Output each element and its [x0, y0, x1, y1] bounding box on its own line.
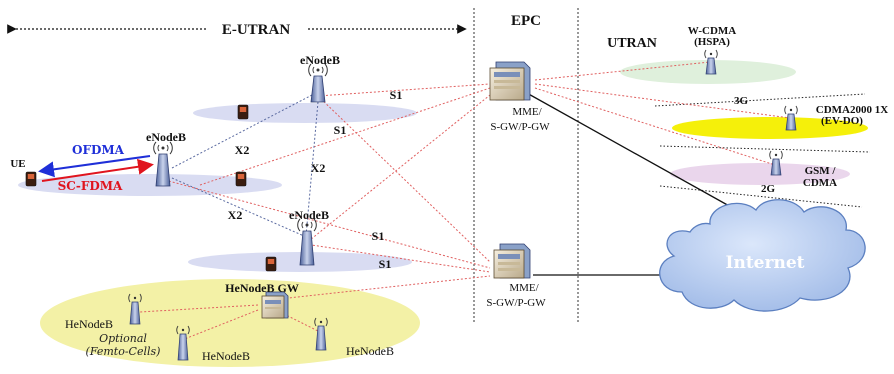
- server-icon: [261, 291, 289, 319]
- enodeb-left-label: eNodeB: [146, 130, 186, 144]
- mme-top-internet-link: [524, 91, 741, 213]
- server-icon: [489, 61, 531, 101]
- gen-3g-label: 3G: [734, 95, 749, 107]
- x2-label-c: X2: [228, 208, 243, 222]
- cell-top: [193, 103, 417, 123]
- s1-label-d: S1: [379, 257, 392, 271]
- x2-label-a: X2: [235, 143, 250, 157]
- ofdma-label: OFDMA: [72, 143, 125, 157]
- server-icon: [493, 243, 531, 279]
- separator-3g-upper: [654, 93, 866, 107]
- tower-icon: [704, 49, 718, 75]
- wcdma-label-line2: (HSPA): [694, 36, 730, 48]
- femto-label-line1: Optional: [99, 332, 147, 345]
- henodeb-label-3: HeNodeB: [346, 344, 394, 358]
- phone-icon: [235, 171, 247, 187]
- internet-label: Internet: [726, 253, 805, 273]
- scfdma-arrow: [41, 158, 154, 182]
- epc-section-title: EPC: [511, 13, 541, 29]
- gsm-area: [670, 163, 850, 185]
- phone-icon: [237, 104, 249, 120]
- gsm-label-line1: GSM /: [805, 165, 837, 177]
- gen-2g-label: 2G: [761, 183, 776, 195]
- tower-icon: [176, 325, 190, 361]
- tower-icon: [308, 63, 328, 103]
- enodeb-top-label: eNodeB: [300, 53, 340, 67]
- eutran-section-title: E-UTRAN: [222, 22, 291, 38]
- femto-label-line2: (Femto-Cells): [86, 345, 161, 358]
- mme-top-label-line2: S-GW/P-GW: [490, 121, 550, 133]
- henodeb-label-2: HeNodeB: [202, 349, 250, 363]
- separator-3g-lower: [659, 145, 871, 153]
- tower-icon: [128, 293, 142, 325]
- s1-label-a: S1: [390, 88, 403, 102]
- separator-2g: [659, 185, 863, 208]
- tower-icon: [784, 105, 798, 131]
- ue-label: UE: [10, 158, 25, 170]
- tower-icon: [297, 218, 317, 266]
- internet-cloud: Internet: [659, 199, 866, 312]
- tower-icon: [769, 150, 783, 176]
- phone-icon: [265, 256, 277, 272]
- s1-label-c: S1: [372, 229, 385, 243]
- henodeb-label-1: HeNodeB: [65, 317, 113, 331]
- s1-label-b: S1: [334, 123, 347, 137]
- utran-section-title: UTRAN: [607, 36, 657, 51]
- mme-top-label-line1: MME/: [512, 106, 542, 118]
- tower-icon: [153, 141, 173, 187]
- henodeb-gw-label: HeNodeB GW: [225, 281, 299, 295]
- x2-links: [171, 94, 319, 237]
- s1-links: [139, 61, 791, 341]
- mme-bot-label-line1: MME/: [509, 282, 539, 294]
- cdma2000-label-line2: (EV-DO): [821, 115, 863, 127]
- scfdma-label: SC-FDMA: [58, 179, 123, 193]
- gsm-label-line2: CDMA: [803, 177, 837, 189]
- enodeb-mid-label: eNodeB: [289, 208, 329, 222]
- cdma2000-label-line1: CDMA2000 1X: [816, 104, 888, 116]
- ofdma-arrow: [38, 155, 151, 178]
- phone-icon: [25, 171, 37, 187]
- tower-icon: [314, 317, 328, 351]
- mme-bot-label-line2: S-GW/P-GW: [486, 297, 546, 309]
- wcdma-label-line1: W-CDMA: [688, 25, 737, 37]
- x2-label-b: X2: [311, 161, 326, 175]
- cdma2000-area: [672, 117, 868, 139]
